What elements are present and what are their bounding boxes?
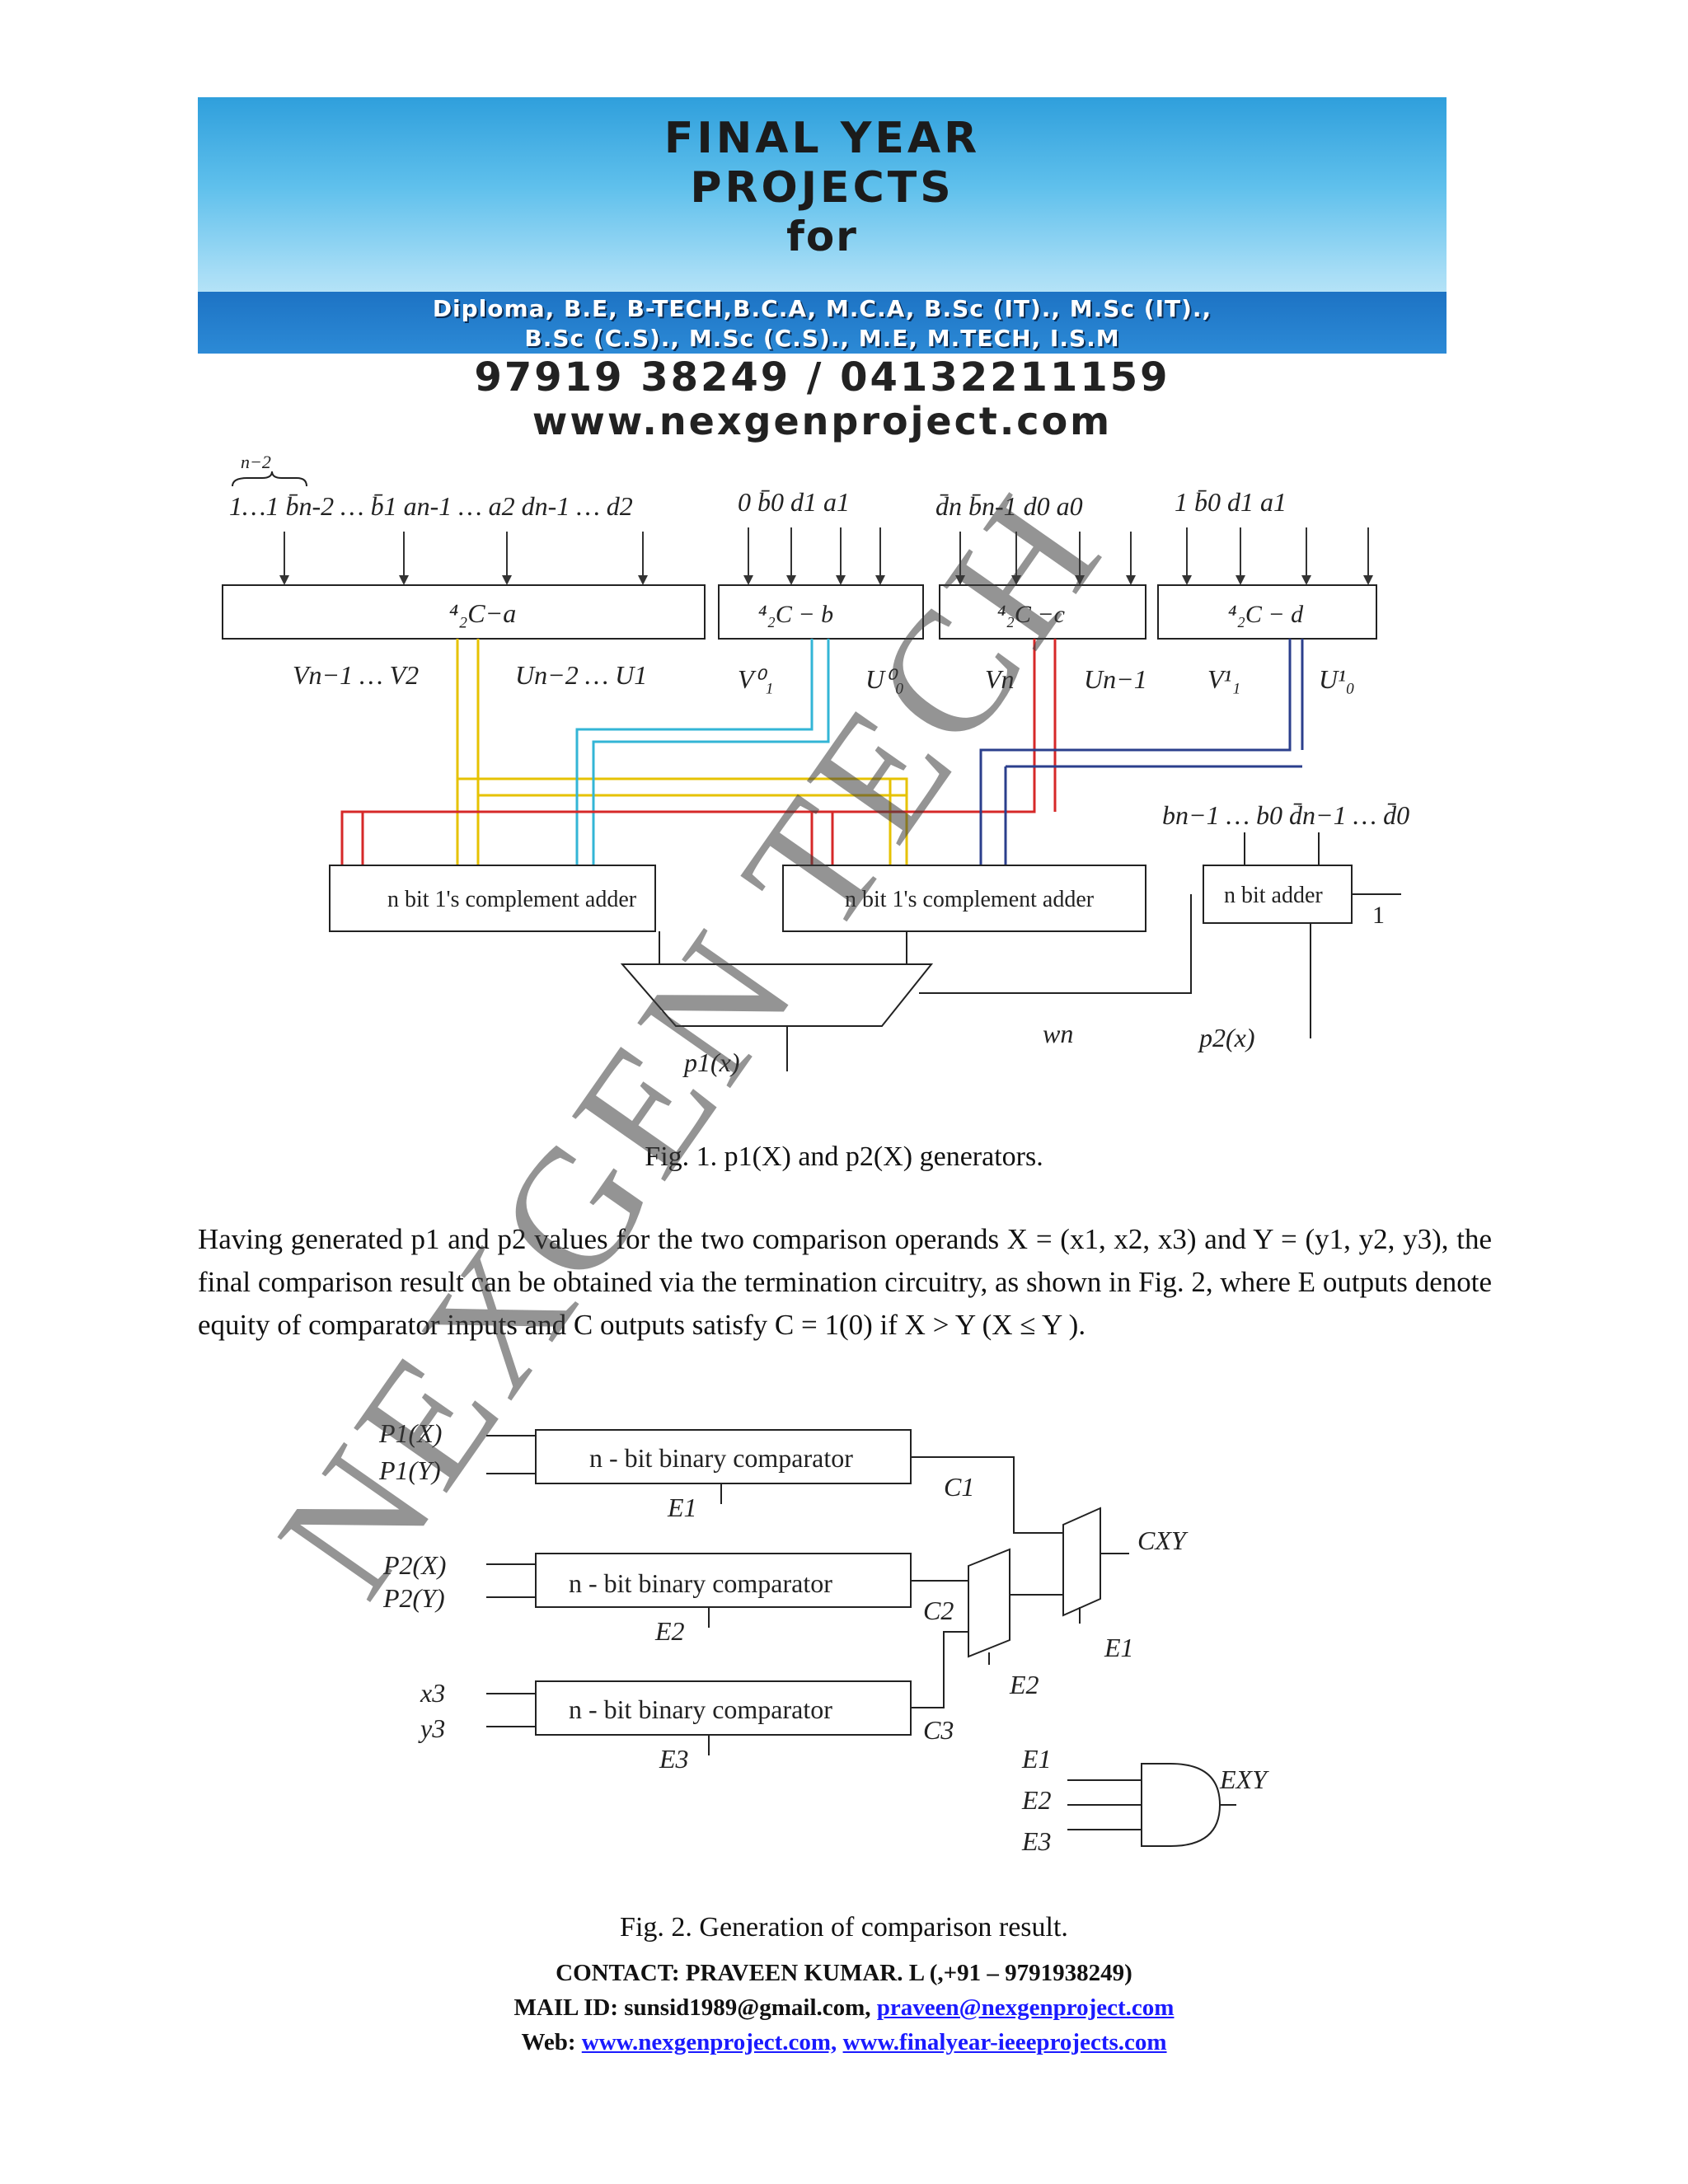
fig1-carry-in: 1 xyxy=(1372,902,1385,929)
fig2-e3: E3 xyxy=(659,1744,689,1774)
figure2-diagram: n - bit binary comparator n - bit binary… xyxy=(378,1418,1269,1856)
banner-website: www.nexgenproject.com xyxy=(532,399,1113,443)
fig1-out-d1: V¹₁ xyxy=(1207,664,1240,694)
fig1-out-a2: Un−2 … U1 xyxy=(515,660,647,690)
fig1-adder3-label: n bit adder xyxy=(1224,883,1323,908)
fig2-c2: C2 xyxy=(923,1596,954,1625)
fig2-c3: C3 xyxy=(923,1715,954,1745)
fig1-box-c-label: ⁴₂C −c xyxy=(997,601,1065,628)
fig1-box-c-b xyxy=(718,584,924,640)
fig2-in1a: P1(X) xyxy=(378,1418,442,1448)
fig2-in1b: P1(Y) xyxy=(378,1455,441,1485)
fig1-adder3-inputs: bn−1 … b0 d̄n−1 … d̄0 xyxy=(1162,800,1409,830)
web-link-nexgen[interactable]: www.nexgenproject.com, xyxy=(581,2029,837,2055)
fig2-comp2-label: n - bit binary comparator xyxy=(569,1568,832,1598)
fig2-mux2-sel: E2 xyxy=(1009,1670,1039,1699)
fig1-inputs-c: d̄n b̄n-1 d0 a0 xyxy=(935,491,1083,521)
banner-courses-line1: Diploma, B.E, B-TECH,B.C.A, M.C.A, B.Sc … xyxy=(432,295,1212,322)
fig1-box-a-label: ⁴₂C−a xyxy=(449,598,516,628)
figure1-diagram: n−2 1…1 b̄n-2 … b̄1 an-1 … a2 dn-1 … d2 … xyxy=(222,452,1409,1077)
banner-title-line2: PROJECTS xyxy=(690,163,954,213)
fig2-in2a: P2(X) xyxy=(382,1550,446,1580)
fig1-box-c-d xyxy=(1157,584,1377,640)
fig2-mux1 xyxy=(1062,1507,1101,1617)
fig1-box-c-c xyxy=(939,584,1146,640)
fig2-and-in2: E2 xyxy=(1021,1785,1052,1815)
fig1-inputs-b: 0 b̄0 d1 a1 xyxy=(738,487,850,517)
fig1-box-c-a xyxy=(222,584,706,640)
mail-link[interactable]: praveen@nexgenproject.com xyxy=(876,1994,1175,2021)
fig1-inputs-a: 1…1 b̄n-2 … b̄1 an-1 … a2 dn-1 … d2 xyxy=(229,491,633,521)
banner-strip xyxy=(198,292,1447,354)
fig1-out-b2: U⁰₀ xyxy=(865,664,904,694)
fig1-out-c2: Un−1 xyxy=(1084,664,1147,694)
contact-line: CONTACT: PRAVEEN KUMAR. L (,+91 – 979193… xyxy=(556,1960,1132,1986)
fig1-p2: p2(x) xyxy=(1198,1023,1255,1052)
figure1-caption: Fig. 1. p1(X) and p2(X) generators. xyxy=(645,1141,1043,1172)
contact-mail: MAIL ID: sunsid1989@gmail.com, praveen@n… xyxy=(0,1994,1688,2022)
fig1-adder1 xyxy=(329,865,656,932)
banner-title-line1: FINAL YEAR xyxy=(663,114,981,163)
fig2-cxy: CXY xyxy=(1137,1526,1189,1555)
fig2-and-in3: E3 xyxy=(1021,1826,1052,1856)
fig2-in2b: P2(Y) xyxy=(382,1583,445,1613)
web-label: Web: xyxy=(521,2029,576,2055)
fig1-adder2-label: n bit 1's complement adder xyxy=(845,887,1095,912)
body-paragraph: Having generated p1 and p2 values for th… xyxy=(198,1223,1492,1341)
fig1-out-a1: Vn−1 … V2 xyxy=(293,660,419,690)
figure2-caption: Fig. 2. Generation of comparison result. xyxy=(620,1912,1068,1943)
fig1-out-d2: U¹₀ xyxy=(1319,664,1355,694)
fig2-in3b: y3 xyxy=(418,1713,445,1743)
fig2-e1: E1 xyxy=(667,1493,697,1522)
fig2-mux2 xyxy=(968,1548,1010,1658)
banner-courses-line2: B.Sc (C.S)., M.Sc (C.S)., M.E, M.TECH, I… xyxy=(524,325,1120,352)
fig2-in3a: x3 xyxy=(420,1678,445,1708)
fig2-and-gate xyxy=(1141,1763,1221,1847)
fig2-and-in1: E1 xyxy=(1021,1744,1052,1774)
mail-label: MAIL ID: sunsid1989@gmail.com, xyxy=(513,1994,871,2021)
fig2-e2: E2 xyxy=(654,1616,685,1646)
fig1-p1: p1(x) xyxy=(682,1047,740,1077)
header-banner: FINAL YEAR PROJECTS for Diploma, B.E, B-… xyxy=(198,97,1447,354)
fig1-mux xyxy=(620,963,934,1027)
fig1-out-b1: V⁰₁ xyxy=(738,664,774,694)
web-link-finalyear[interactable]: www.finalyear-ieeeprojects.com xyxy=(842,2029,1167,2055)
fig1-adder1-label: n bit 1's complement adder xyxy=(387,887,637,912)
fig2-exy: EXY xyxy=(1219,1765,1269,1794)
fig1-inputs-a-brace: n−2 xyxy=(241,452,271,472)
fig1-box-d-label: ⁴₂C − d xyxy=(1228,601,1304,628)
fig1-inputs-d: 1 b̄0 d1 a1 xyxy=(1175,487,1287,517)
contact-web: Web: www.nexgenproject.com, www.finalyea… xyxy=(0,2029,1688,2056)
banner-phone: 97919 38249 / 04132211159 xyxy=(474,354,1170,401)
fig1-adder2 xyxy=(782,865,1146,932)
fig1-wn: wn xyxy=(1043,1019,1073,1048)
fig1-out-c1: Vn xyxy=(985,664,1015,694)
fig2-mux1-sel: E1 xyxy=(1104,1633,1134,1662)
fig2-comp3-label: n - bit binary comparator xyxy=(569,1694,832,1724)
fig2-c1: C1 xyxy=(944,1472,974,1502)
fig1-box-b-label: ⁴₂C − b xyxy=(758,601,833,628)
fig2-comp1-label: n - bit binary comparator xyxy=(589,1443,853,1473)
banner-title-line3: for xyxy=(786,213,858,260)
